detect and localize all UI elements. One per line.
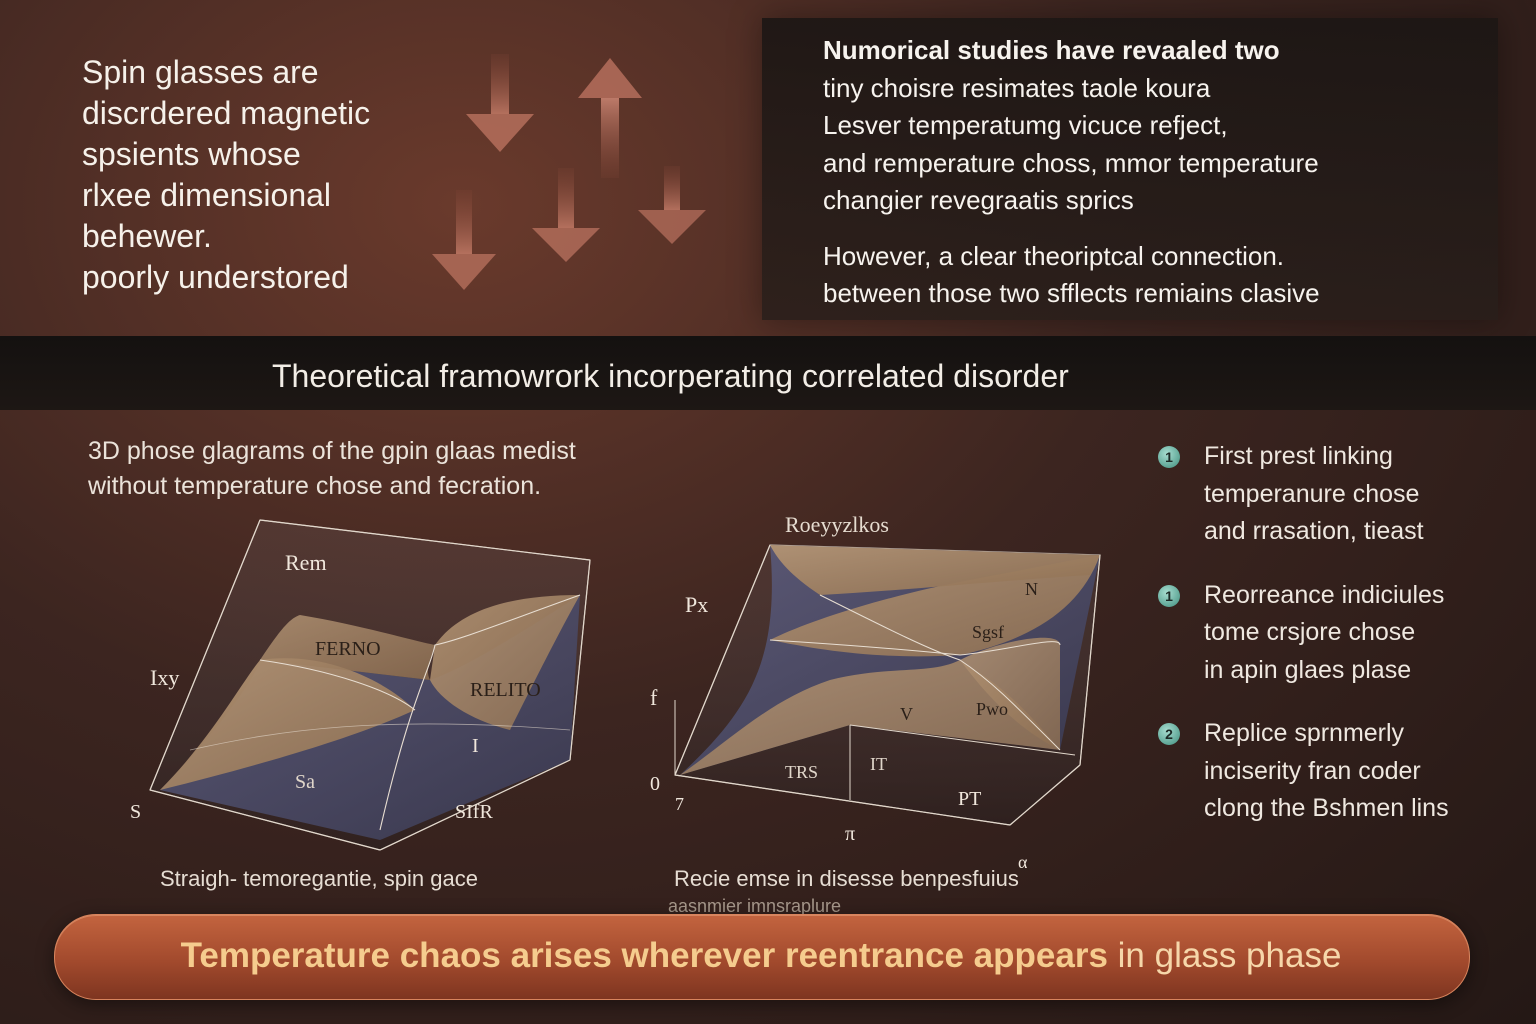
intro-line: rlxee dimensional [82, 177, 332, 213]
banner-title: Theoretical framowrork incorperating cor… [272, 358, 1069, 394]
diagram-caption-line: without temperature chose and fecration. [88, 472, 542, 500]
right-seven-label: 7 [675, 794, 684, 814]
bullet-line: First prest linking [1204, 442, 1393, 470]
bullet-line: inciserity fran coder [1204, 756, 1421, 785]
bullet-line: in apin glaes plase [1204, 655, 1412, 684]
intro-text: Spin glasses are discrdered magnetic sps… [82, 52, 462, 298]
right-label-top-right: N [1025, 579, 1038, 599]
intro-line: spsients whose [82, 136, 301, 172]
studies-line: changier revegraatis sprics [823, 185, 1134, 215]
left-subcaption: Straigh- temoregantie, spin gace [160, 866, 478, 891]
list-item: 1 First prest linking temperanure chose … [1156, 438, 1516, 551]
right-front-mid-label: IT [870, 754, 887, 774]
studies-line: Lesver temperatumg vicuce refject, [823, 110, 1228, 140]
left-axis-label: Ixy [150, 665, 179, 690]
right-phase-diagram: Roeyyzlkos N Sgsf Px f 0 7 V Pwo TRS IT … [650, 512, 1101, 872]
diagram-caption: 3D phose glagrams of the gpin glaas medi… [88, 434, 576, 504]
right-diagram-title: Roeyyzlkos [785, 512, 889, 537]
list-item: 2 Replice sprnmerly inciserity fran code… [1156, 715, 1516, 828]
left-label-top: Rem [285, 550, 327, 575]
right-pi-label: π [845, 823, 855, 845]
left-label-lower-left: Sa [295, 771, 315, 793]
list-item: 1 Reorreance indiciules tome crsjore cho… [1156, 577, 1516, 690]
studies-line: tiny choisre resimates taole koura [823, 72, 1211, 103]
intro-line: poorly understored [82, 259, 349, 295]
spin-arrows-illustration [432, 54, 706, 290]
conclusion-light: in glass phase [1107, 936, 1342, 975]
right-alpha-label: α [1018, 852, 1028, 872]
intro-line: behewer. [82, 218, 212, 254]
intro-line: Spin glasses are [82, 54, 319, 90]
arrow-down-icon [638, 166, 706, 244]
right-subcaption: Recie emse in disesse benpesfuius [674, 866, 1019, 891]
right-front-left-label: TRS [785, 762, 818, 782]
left-label-upper-mid: FERNO [315, 638, 381, 660]
right-pwo-label: Pwo [976, 699, 1008, 719]
diagram-caption-line: 3D phose glagrams of the gpin glaas medi… [88, 437, 576, 465]
bullet-number-icon: 2 [1158, 723, 1180, 745]
conclusion-strong: Temperature chaos arises wherever reentr… [180, 936, 1108, 975]
arrow-up-icon [578, 58, 642, 178]
arrow-down-icon [466, 54, 534, 152]
right-front-right-label: PT [958, 788, 981, 810]
arrow-down-icon [532, 168, 600, 262]
phase-diagrams: Rem FERNO RELITO Ixy I Sa SIfR S Roeyyzl… [130, 512, 1101, 872]
bullet-line: Replice sprnmerly [1204, 719, 1405, 747]
findings-list: 1 First prest linking temperanure chose … [1156, 438, 1516, 854]
right-subcaption-2: aasnmier imnsraplure [668, 896, 842, 916]
bullet-number-icon: 1 [1158, 446, 1180, 468]
however-line: between those two sfflects remiains clas… [823, 278, 1320, 308]
conclusion-text: Temperature chaos arises wherever reentr… [54, 914, 1468, 998]
conclusion-banner [54, 914, 1470, 1000]
studies-text: Numorical studies have revaaled two tiny… [823, 32, 1463, 313]
right-center-label: V [900, 704, 913, 724]
left-phase-diagram: Rem FERNO RELITO Ixy I Sa SIfR S [130, 519, 591, 851]
left-label-right-mid: RELITO [470, 679, 541, 701]
studies-line: and remperature choss, mmor temperature [823, 147, 1319, 178]
right-axis-label: Px [685, 592, 708, 617]
section-banner [0, 336, 1536, 410]
left-label-lower-right: SIfR [455, 801, 493, 823]
right-label-right-mid: Sgsf [972, 622, 1004, 642]
however-line: However, a clear theoriptcal connection. [823, 240, 1285, 271]
arrow-down-icon [432, 190, 496, 290]
studies-line: Numorical studies have revaaled two [823, 35, 1280, 65]
studies-panel [762, 18, 1498, 320]
bullet-line: clong the Bshmen lins [1204, 794, 1449, 822]
bullet-line: Reorreance indiciules [1204, 580, 1445, 609]
intro-line: discrdered magnetic [82, 95, 371, 131]
bullet-line: and rrasation, tieast [1204, 517, 1424, 545]
right-origin-label: 0 [650, 773, 660, 795]
left-label-inner: I [472, 735, 479, 757]
bullet-line: tome crsjore chose [1204, 618, 1416, 646]
left-label-corner: S [130, 801, 141, 823]
bullet-number-icon: 1 [1158, 584, 1180, 607]
right-f-label: f [650, 685, 658, 710]
bullet-line: temperanure chose [1204, 479, 1420, 508]
